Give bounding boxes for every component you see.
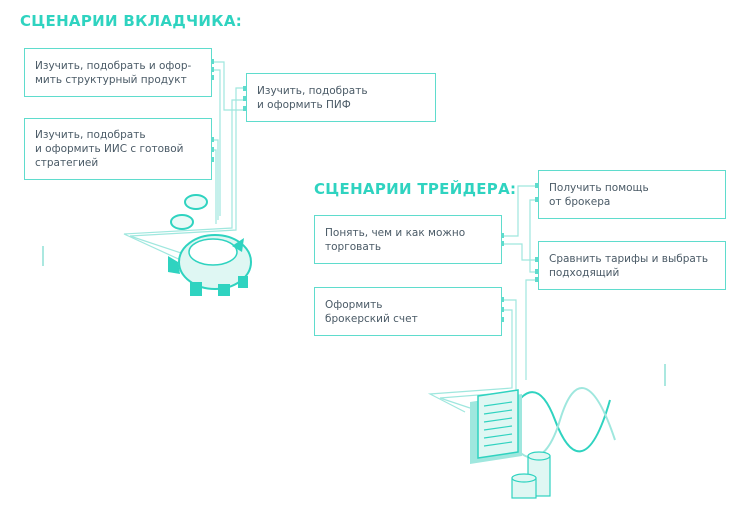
trader-heading: СЦЕНАРИИ ТРЕЙДЕРА: (314, 180, 517, 198)
card-label: Получить помощь от брокера (549, 181, 649, 208)
card-label: Изучить, подобрать и оформить ПИФ (257, 84, 368, 111)
trading-screen-icon (470, 389, 522, 464)
piggy-bank-icon (168, 234, 252, 296)
card-label: Сравнить тарифы и выбрать подходящий (549, 252, 709, 279)
card-open-account[interactable]: Оформить брокерский счет (314, 287, 502, 336)
card-iis[interactable]: Изучить, подобрать и оформить ИИС с гото… (24, 118, 212, 180)
card-compare-tariffs[interactable]: Сравнить тарифы и выбрать подходящий (538, 241, 726, 290)
card-label: Понять, чем и как можно торговать (325, 226, 466, 253)
card-structured-product[interactable]: Изучить, подобрать и офор- мить структур… (24, 48, 212, 97)
card-pif[interactable]: Изучить, подобрать и оформить ПИФ (246, 73, 436, 122)
card-label: Изучить, подобрать и офор- мить структур… (35, 59, 192, 86)
card-label: Оформить брокерский счет (325, 298, 418, 325)
depositor-heading: СЦЕНАРИИ ВКЛАДЧИКА: (20, 12, 243, 30)
coin-icon (170, 194, 208, 230)
card-broker-help[interactable]: Получить помощь от брокера (538, 170, 726, 219)
card-how-to-trade[interactable]: Понять, чем и как можно торговать (314, 215, 502, 264)
coin-stack-icon (511, 451, 551, 499)
card-label: Изучить, подобрать и оформить ИИС с гото… (35, 129, 184, 169)
